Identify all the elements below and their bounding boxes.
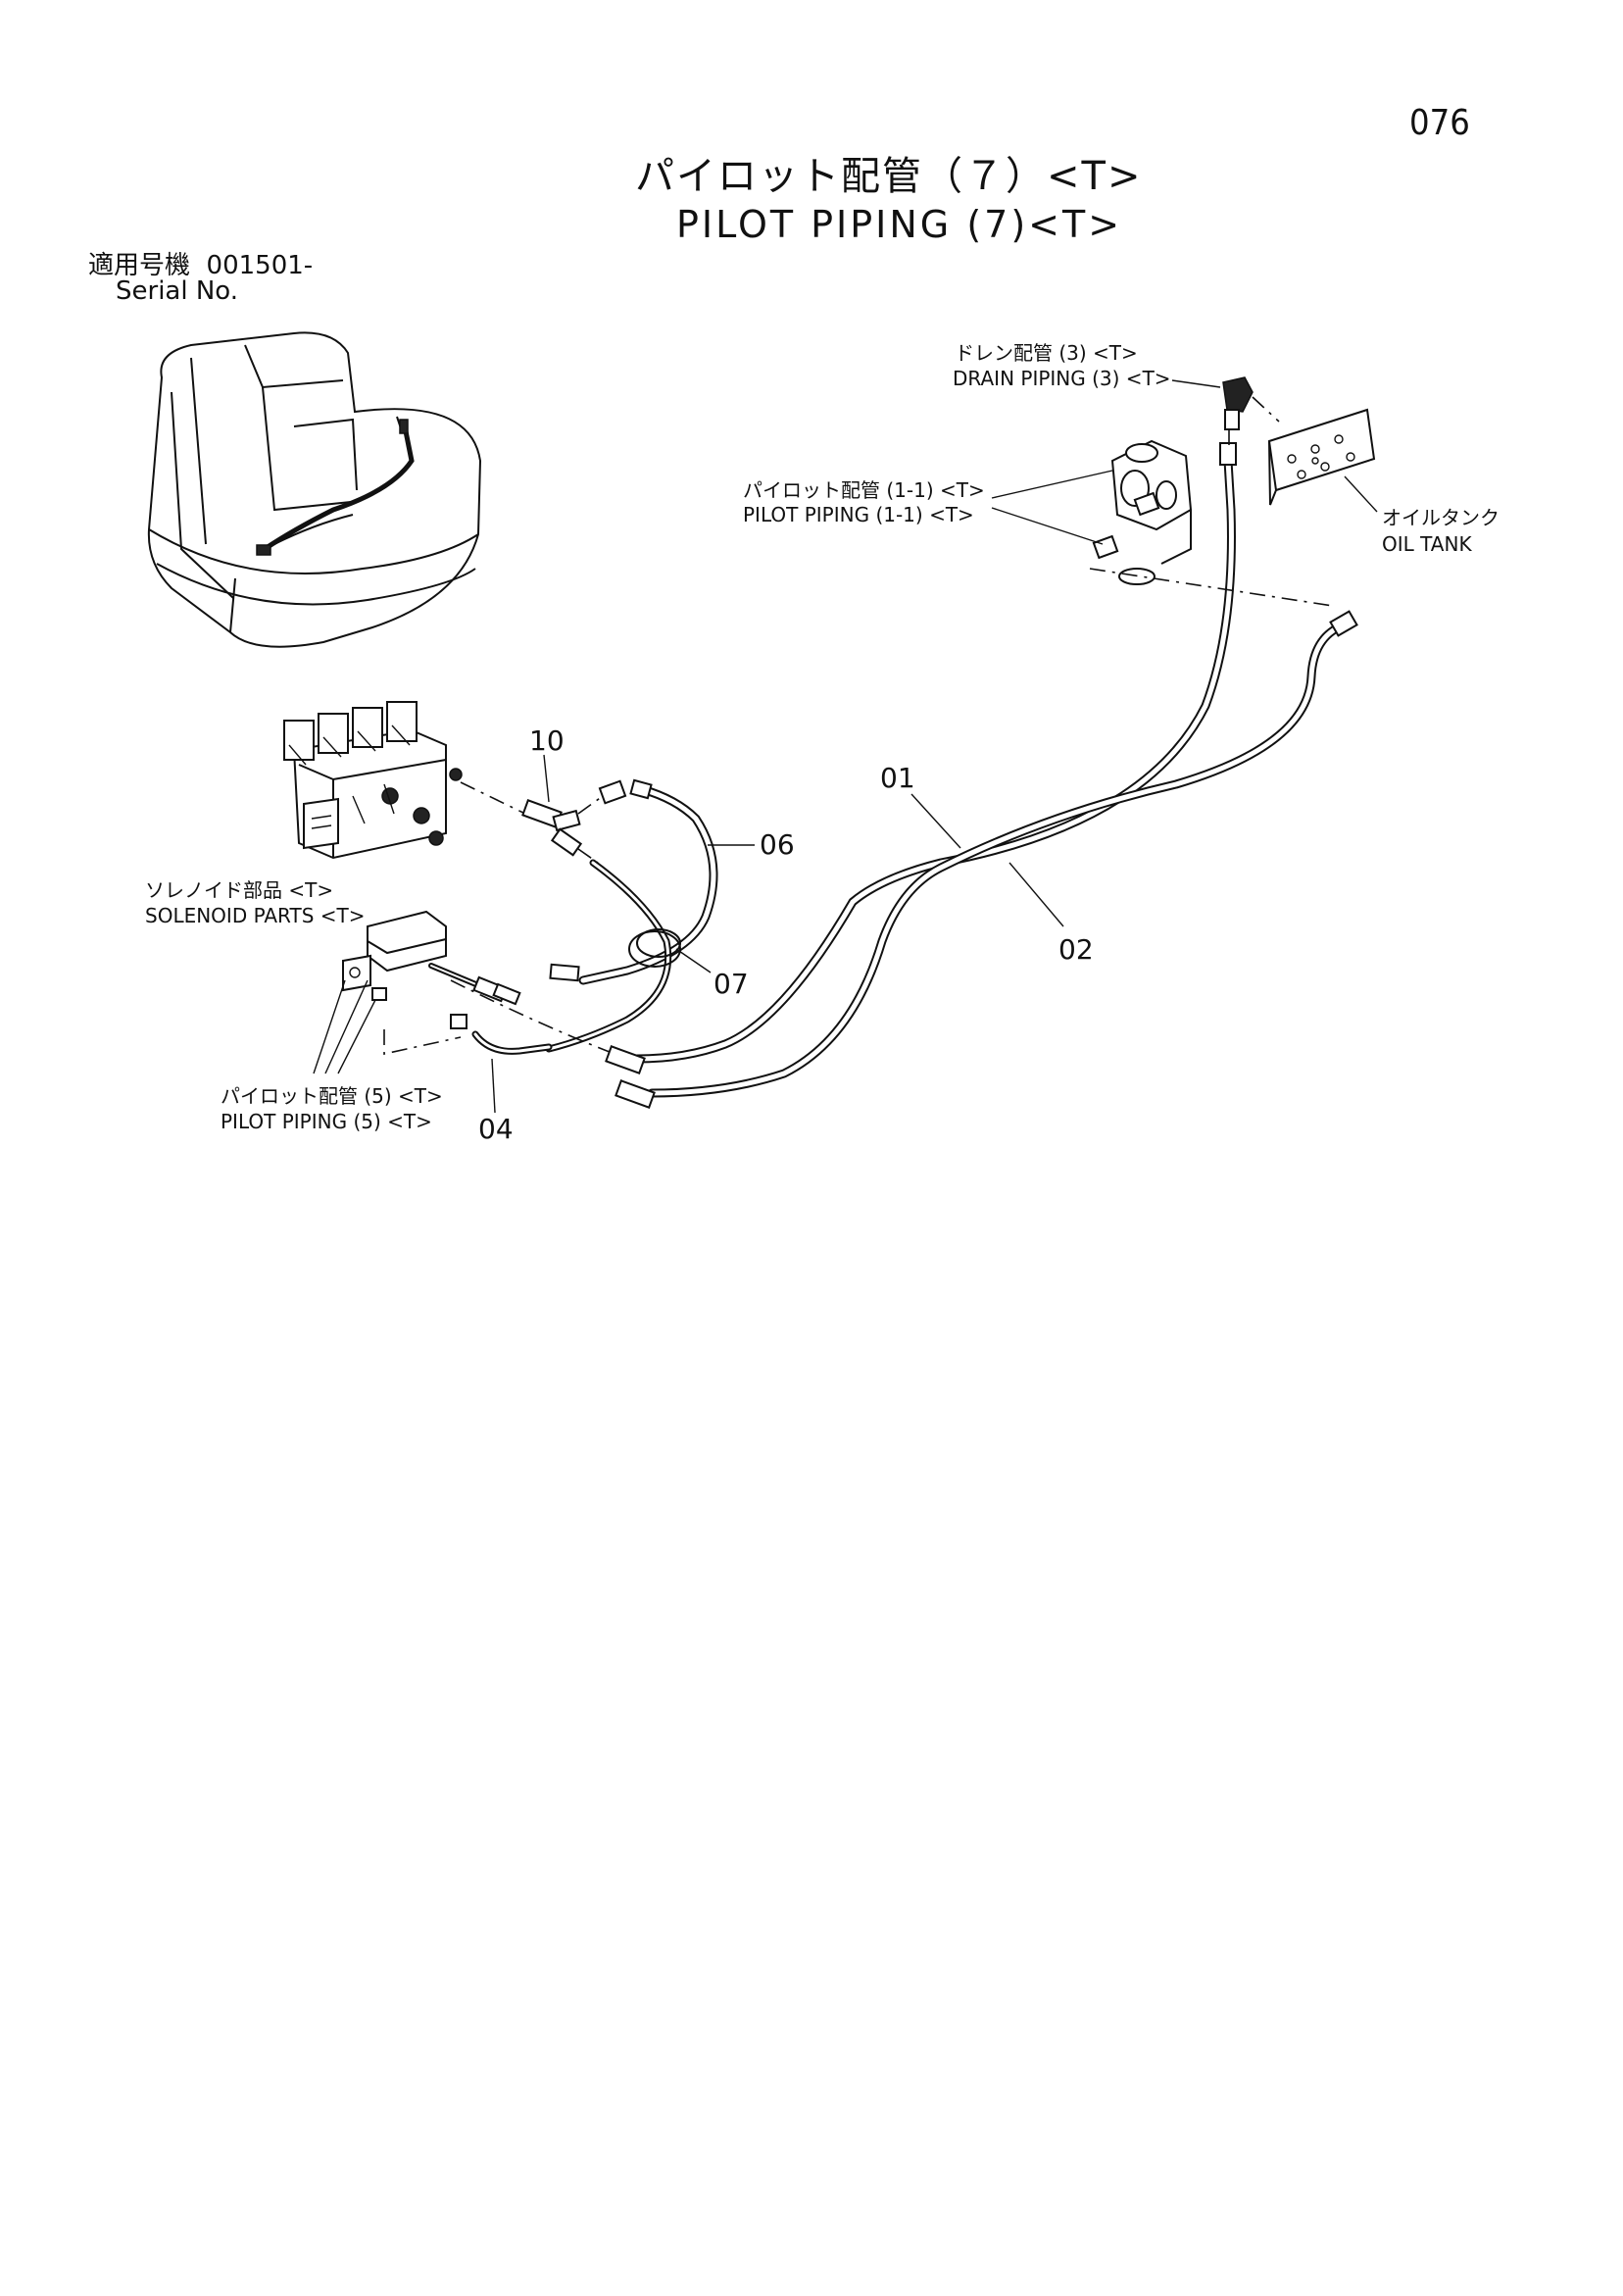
part-number-02: 02: [1058, 933, 1094, 966]
valve-block-upper: [1092, 439, 1193, 585]
long-hose-02: [647, 621, 1348, 1098]
oil-tank-plate: [1267, 408, 1376, 506]
part-number-10: 10: [529, 724, 565, 757]
part-number-07: 07: [713, 968, 749, 1000]
serial-label-jp-text: 適用号機: [88, 251, 191, 280]
label-drain-en: DRAIN PIPING (3) <T>: [953, 367, 1171, 390]
serial-label-en: Serial No.: [116, 276, 238, 306]
label-pilot5-jp: パイロット配管 (5) <T>: [221, 1084, 443, 1108]
serial-label-jp: 適用号機 001501-: [88, 253, 313, 278]
label-oiltank-jp: オイルタンク: [1382, 506, 1500, 529]
excavator-overview: [147, 331, 482, 648]
long-hose-01: [632, 456, 1236, 1064]
label-pilot11-jp: パイロット配管 (1-1) <T>: [743, 478, 985, 502]
tee-fitting-10: [521, 799, 583, 857]
page-title-en: PILOT PIPING (7)<T>: [676, 203, 1123, 246]
solenoid-parts-block: [283, 701, 463, 860]
label-solenoid-en: SOLENOID PARTS <T>: [145, 904, 366, 927]
part-number-01: 01: [880, 762, 915, 794]
page-title-jp: パイロット配管（７）<T>: [635, 154, 1143, 199]
label-solenoid-jp: ソレノイド部品 <T>: [145, 878, 334, 902]
pilot-block-left: [342, 910, 521, 1029]
label-pilot11-en: PILOT PIPING (1-1) <T>: [743, 503, 974, 526]
part-number-06: 06: [760, 828, 795, 861]
serial-value: 001501-: [206, 251, 314, 280]
label-oiltank-en: OIL TANK: [1382, 532, 1472, 556]
label-drain-jp: ドレン配管 (3) <T>: [955, 341, 1138, 365]
drain-fitting: [1219, 376, 1254, 466]
label-pilot5-en: PILOT PIPING (5) <T>: [221, 1110, 432, 1133]
page-number: 076: [1409, 103, 1470, 143]
part-number-04: 04: [478, 1113, 514, 1145]
